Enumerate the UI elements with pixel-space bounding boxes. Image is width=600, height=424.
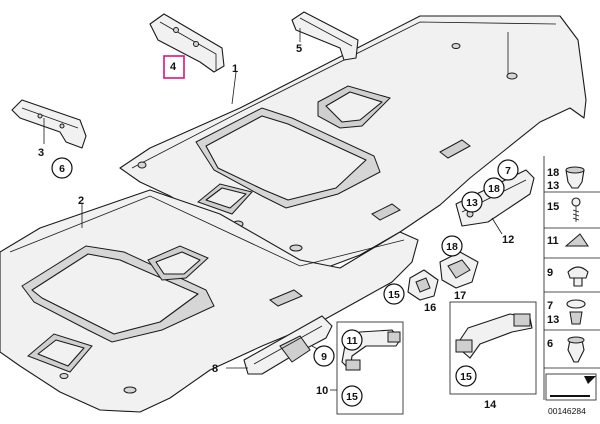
sidebar-label-15: 15	[547, 201, 559, 213]
label-8: 8	[212, 363, 218, 375]
part-17-clip	[439, 251, 479, 289]
svg-text:13: 13	[466, 197, 478, 209]
circle-label-15a: 15	[383, 283, 405, 305]
part-3-bracket	[11, 99, 87, 149]
sidebar-label-7: 7	[547, 300, 553, 312]
circle-label-7: 7	[497, 159, 519, 181]
svg-text:18: 18	[446, 241, 458, 253]
svg-text:7: 7	[505, 165, 511, 177]
headliner-upper	[119, 15, 587, 271]
part-4-bracket	[149, 13, 225, 73]
fastener-sidebar	[543, 156, 600, 401]
svg-text:15: 15	[388, 289, 400, 301]
sidebar-label-13a: 13	[547, 180, 559, 192]
svg-text:15: 15	[346, 391, 358, 403]
label-17: 17	[454, 290, 466, 302]
circle-label-18a: 18	[483, 177, 505, 199]
circle-label-15c: 15	[455, 365, 477, 387]
sidebar-label-6: 6	[547, 338, 553, 350]
circle-label-18b: 18	[441, 235, 463, 257]
svg-text:11: 11	[346, 335, 357, 347]
label-1: 1	[232, 63, 238, 75]
label-14: 14	[484, 399, 497, 411]
label-2: 2	[78, 195, 84, 207]
sidebar-label-11: 11	[547, 235, 559, 247]
leader-lines	[43, 28, 509, 391]
label-16: 16	[424, 302, 436, 314]
svg-text:6: 6	[59, 163, 65, 175]
highlight-part-4	[163, 55, 185, 79]
part-16-clip	[407, 269, 439, 301]
svg-text:9: 9	[321, 351, 327, 363]
sidebar-label-9: 9	[547, 267, 553, 279]
circle-label-11: 11	[341, 329, 363, 351]
label-12: 12	[502, 234, 514, 246]
part-8-rail	[243, 315, 333, 375]
circle-label-9: 9	[313, 345, 335, 367]
part-14-box	[449, 301, 537, 395]
sidebar-label-18: 18	[547, 167, 559, 179]
headliner-lower	[0, 189, 419, 413]
svg-text:15: 15	[460, 371, 472, 383]
svg-text:18: 18	[488, 183, 500, 195]
part-5-bracket	[291, 11, 359, 61]
label-10: 10	[316, 385, 328, 397]
label-3: 3	[38, 147, 44, 159]
label-4: 4	[170, 61, 177, 73]
circle-label-15b: 15	[341, 385, 363, 407]
circle-label-6: 6	[51, 157, 73, 179]
reference-number: 00146284	[548, 406, 586, 416]
label-5: 5	[296, 43, 302, 55]
circle-label-13: 13	[461, 191, 483, 213]
sidebar-label-13b: 13	[547, 314, 559, 326]
